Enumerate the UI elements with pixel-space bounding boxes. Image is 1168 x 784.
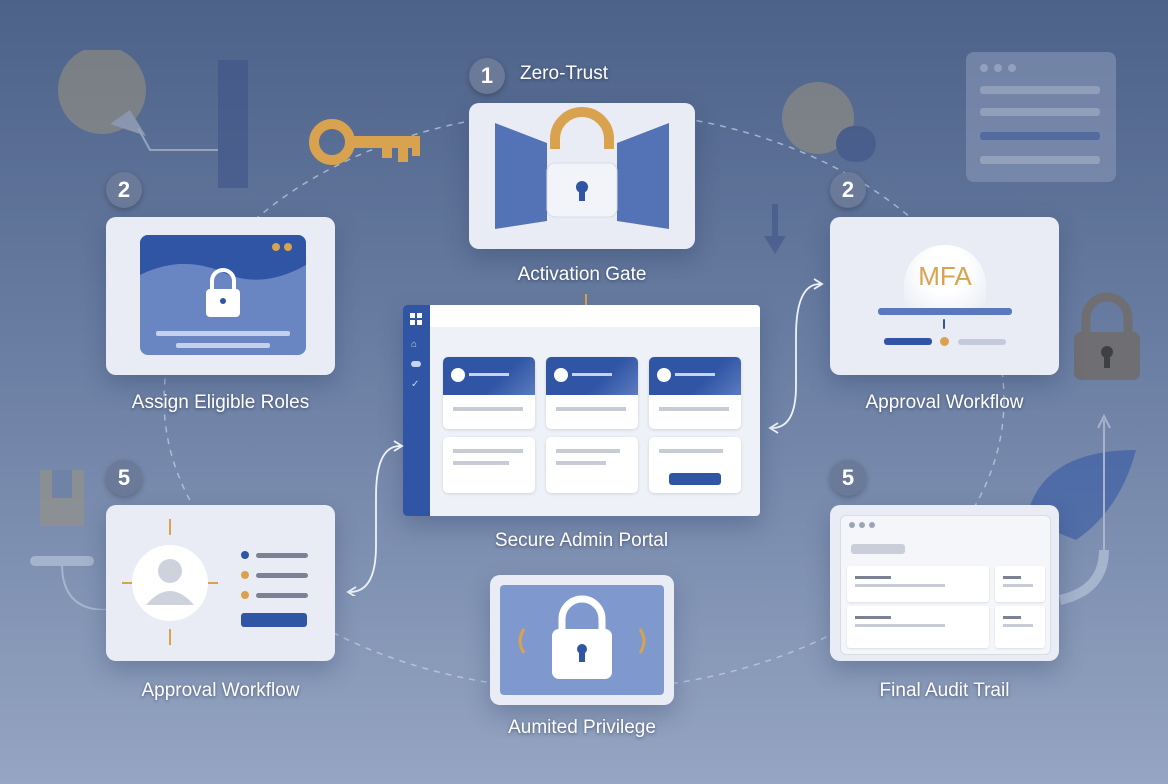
windows-icon: [410, 313, 422, 325]
user-avatar-icon: [122, 519, 218, 645]
mfa-glow: [904, 245, 986, 309]
cloud-icon[interactable]: [411, 361, 421, 367]
limited-privilege-label: Aumited Privilege: [508, 717, 656, 738]
zero-trust-title: Zero-Trust: [520, 63, 608, 84]
admin-portal-window[interactable]: ⌂ ✓: [403, 305, 760, 516]
step-badge-right-bottom: 5: [830, 460, 866, 496]
gate-doors-icon: [495, 107, 669, 229]
key-icon: [309, 119, 420, 165]
step-badge-right-top: 2: [830, 172, 866, 208]
audit-row[interactable]: [847, 606, 989, 648]
approval-workflow-label: Approval Workflow: [141, 680, 300, 701]
decor-left-plug: [30, 470, 107, 610]
lock-icon: [518, 595, 646, 679]
portal-sidebar: ⌂ ✓: [403, 305, 430, 516]
mfa-step-dot: [940, 337, 949, 346]
portal-tile[interactable]: [443, 357, 535, 429]
limited-privilege-card[interactable]: [490, 575, 674, 705]
privilege-panel: [500, 585, 664, 695]
portal-action-button[interactable]: [669, 473, 721, 485]
activation-gate-label: Activation Gate: [517, 264, 647, 285]
mfa-approval-label: Approval Workflow: [865, 392, 1024, 413]
check-icon[interactable]: ✓: [411, 379, 420, 390]
assign-roles-label: Assign Eligible Roles: [131, 392, 310, 413]
audit-row[interactable]: [995, 606, 1045, 648]
approve-button[interactable]: [241, 613, 307, 627]
roles-window: [140, 235, 306, 355]
portal-tile[interactable]: [649, 357, 741, 429]
mfa-approval-card[interactable]: MFA: [830, 217, 1059, 375]
wave-banner: [140, 235, 306, 348]
audit-trail-card[interactable]: [830, 505, 1059, 661]
connector-portal-right: [768, 278, 824, 434]
audit-row[interactable]: [995, 566, 1045, 602]
approval-workflow-card[interactable]: [106, 505, 335, 661]
activation-gate-card[interactable]: [469, 103, 695, 249]
decor-left-top: [58, 50, 248, 188]
list-line: [256, 553, 308, 558]
admin-portal-label: Secure Admin Portal: [494, 530, 669, 551]
mfa-progress-bar: [878, 308, 1012, 315]
step-badge-left-bottom: 5: [106, 460, 142, 496]
portal-tile[interactable]: [649, 437, 741, 493]
portal-tile[interactable]: [546, 357, 638, 429]
portal-tile[interactable]: [546, 437, 638, 493]
list-bullet: [241, 591, 249, 599]
connector-portal-left: [346, 440, 404, 596]
list-line: [256, 573, 308, 578]
list-bullet: [241, 571, 249, 579]
audit-window: [840, 515, 1051, 655]
assign-roles-card[interactable]: [106, 217, 335, 375]
portal-topbar: [430, 305, 760, 327]
decor-window: [966, 52, 1116, 182]
mfa-text: MFA: [918, 261, 972, 291]
audit-row[interactable]: [847, 566, 989, 602]
mfa-step-bar-1: [884, 338, 932, 345]
portal-tile[interactable]: [443, 437, 535, 493]
mfa-tick: [943, 319, 945, 329]
padlock-icon-decor: [1074, 292, 1140, 380]
list-line: [256, 593, 308, 598]
step-badge-left-top: 2: [106, 172, 142, 208]
list-bullet: [241, 551, 249, 559]
decor-right-top-avatar: [782, 82, 876, 162]
decor-down-arrow: [764, 204, 786, 254]
audit-search-bar[interactable]: [851, 544, 905, 554]
mfa-step-bar-2: [958, 339, 1006, 345]
home-icon[interactable]: ⌂: [411, 339, 418, 350]
audit-trail-label: Final Audit Trail: [879, 680, 1010, 701]
step-badge-top: 1: [469, 58, 505, 94]
